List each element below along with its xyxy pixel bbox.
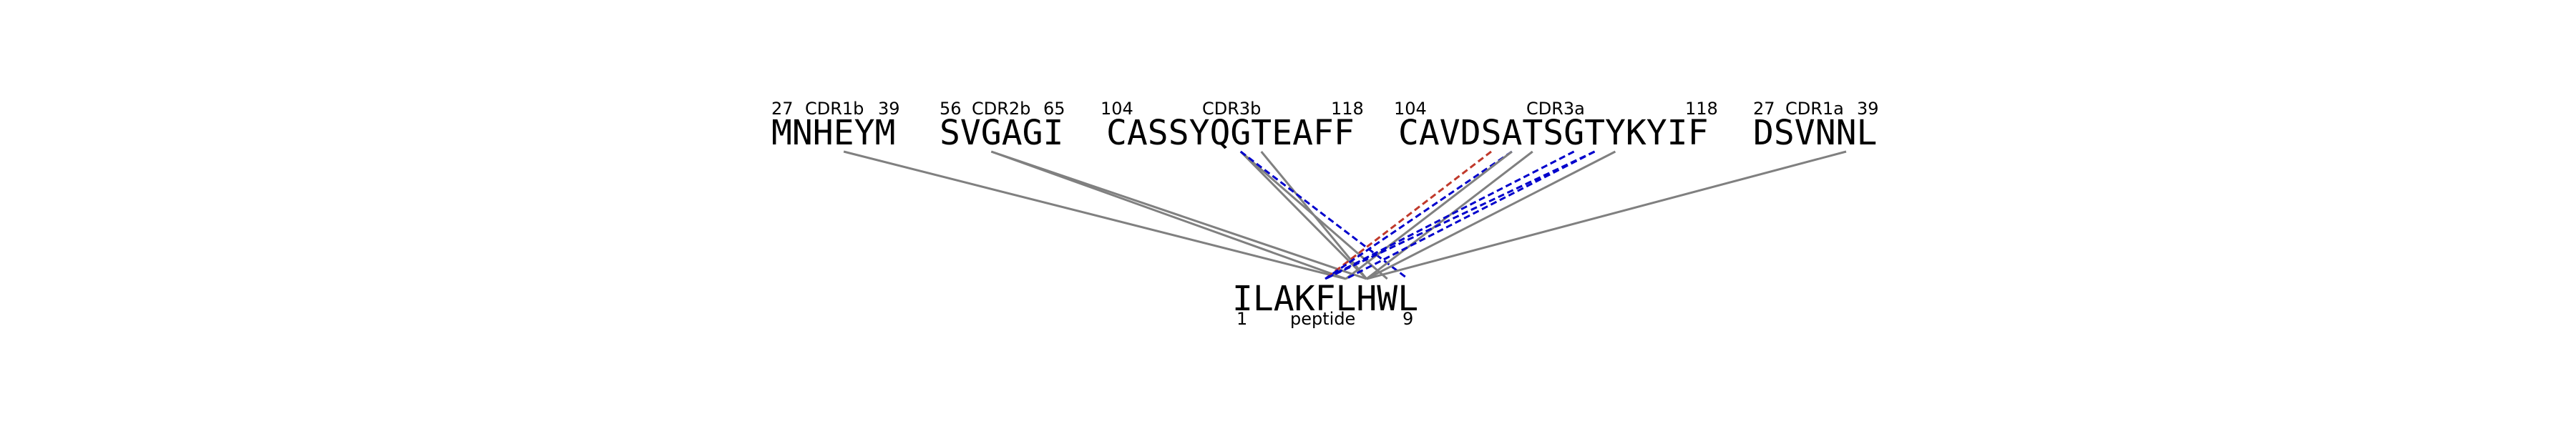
segment-cdr1b: 27 CDR1b 39 MNHEYM: [771, 99, 900, 153]
cdr3b-sequence: CASSYQGTEAFF: [1106, 113, 1355, 153]
peptide: ILAKFLHWL 1 peptide 9: [1232, 279, 1418, 329]
interaction-line-contact: [1260, 151, 1367, 280]
interaction-line-contact: [1239, 150, 1367, 280]
cdr1b-sequence: MNHEYM: [771, 113, 895, 153]
interaction-line-contact: [843, 150, 1347, 280]
cdr1a-sequence: DSVNNL: [1753, 113, 1877, 153]
cdr3a-sequence: CAVDSATSGTYKYIF: [1398, 113, 1708, 153]
interaction-line-hbond: [1324, 150, 1575, 280]
cdr1b-end-number: 39: [878, 99, 900, 119]
interaction-line-hbond: [1324, 150, 1513, 280]
cdr3a-name-label: CDR3a: [1526, 99, 1585, 119]
interaction-line-contact: [1345, 150, 1513, 280]
peptide-name-label: peptide: [1290, 309, 1355, 329]
cdr2b-sequence: SVGAGI: [940, 113, 1063, 153]
interaction-line-contact: [1365, 150, 1533, 280]
cdr3a-start-number: 104: [1394, 99, 1427, 119]
segment-cdr2b: 56 CDR2b 65 SVGAGI: [940, 99, 1065, 153]
cdr1a-start-number: 27: [1753, 99, 1775, 119]
interaction-line-contact: [1366, 150, 1616, 280]
cdr3a-end-number: 118: [1685, 99, 1718, 119]
segment-cdr3b: 104 CDR3b 118 CASSYQGTEAFF: [1101, 99, 1364, 153]
cdr1b-start-number: 27: [771, 99, 794, 119]
cdr3b-end-number: 118: [1331, 99, 1364, 119]
interaction-line-contact: [990, 150, 1347, 280]
cdr3b-name-label: CDR3b: [1202, 99, 1261, 119]
interaction-line-contact: [990, 150, 1367, 280]
peptide-sequence: ILAKFLHWL: [1232, 279, 1418, 319]
interaction-line-contact: [1366, 150, 1847, 280]
cdr1b-name-label: CDR1b: [805, 99, 864, 119]
cdr3b-start-number: 104: [1101, 99, 1133, 119]
interaction-line-hbond: [1239, 150, 1409, 280]
cdr2b-name-label: CDR2b: [972, 99, 1030, 119]
peptide-end-number: 9: [1402, 309, 1413, 329]
cdr1a-end-number: 39: [1857, 99, 1879, 119]
interaction-lines: [843, 150, 1847, 280]
cdr2b-end-number: 65: [1043, 99, 1065, 119]
cdr2b-start-number: 56: [940, 99, 962, 119]
interaction-line-salt-bridge: [1324, 150, 1492, 280]
interaction-line-hbond: [1345, 150, 1596, 280]
cdr1a-name-label: CDR1a: [1785, 99, 1844, 119]
segment-cdr1a: 27 CDR1a 39 DSVNNL: [1753, 99, 1879, 153]
interaction-line-hbond: [1324, 150, 1596, 280]
peptide-start-number: 1: [1236, 309, 1247, 329]
segment-cdr3a: 104 CDR3a 118 CAVDSATSGTYKYIF: [1394, 99, 1718, 153]
